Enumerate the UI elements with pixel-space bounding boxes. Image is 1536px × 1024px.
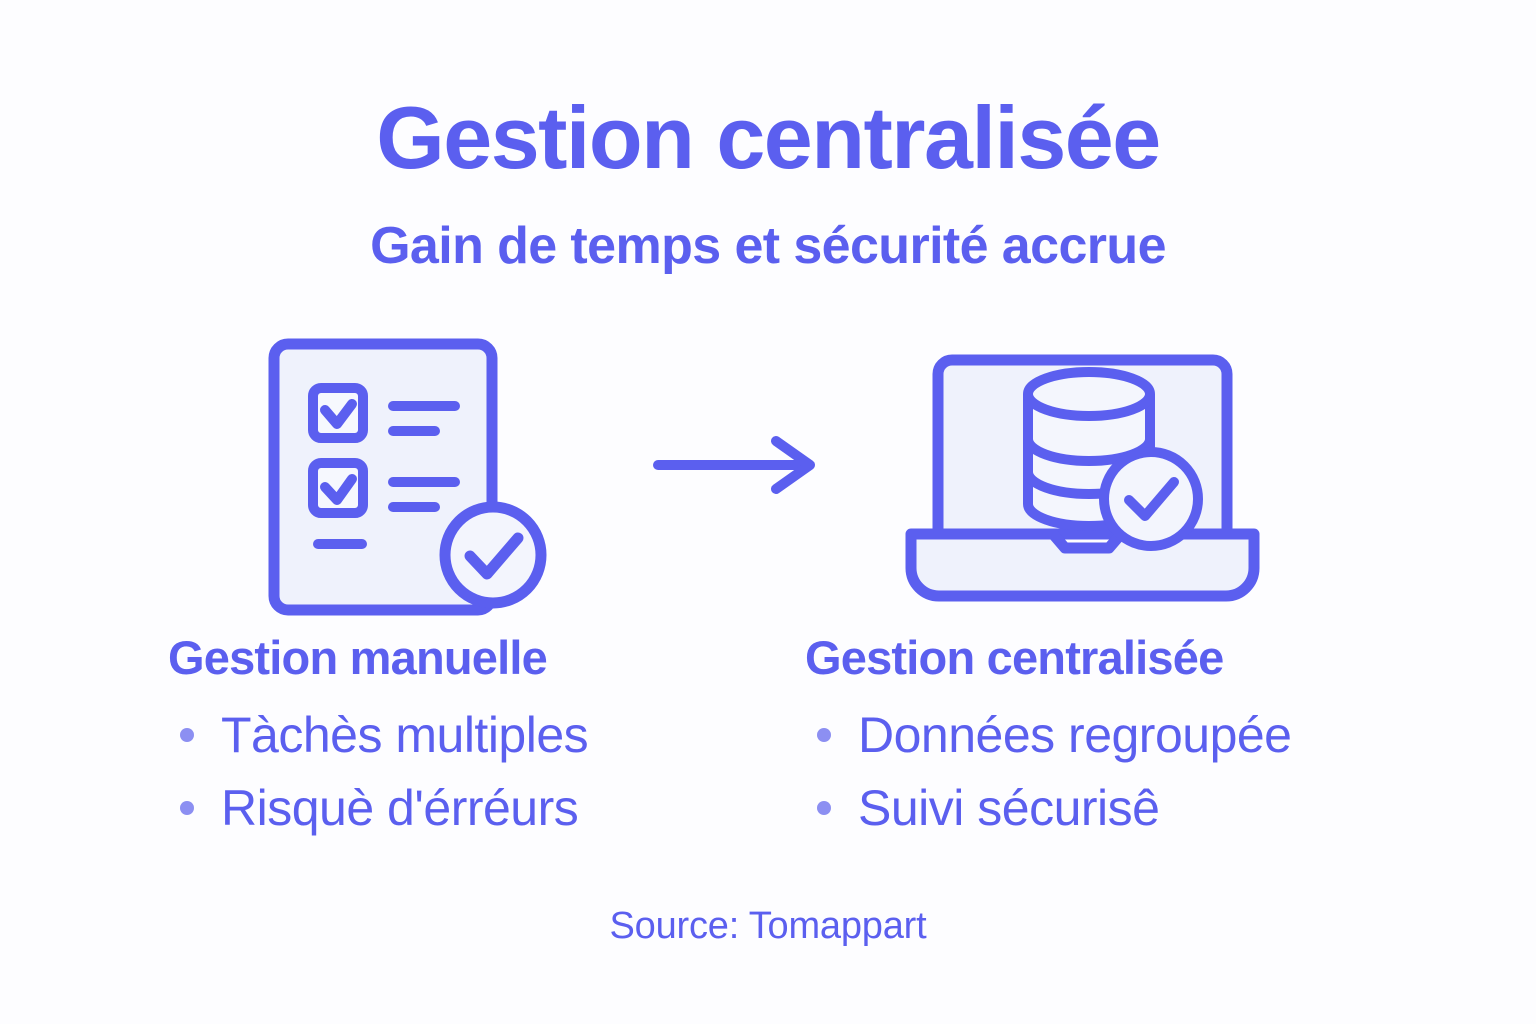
bullet-label: Données regroupée (858, 706, 1292, 763)
arrow-right-icon (650, 435, 825, 500)
bullet-dot-icon (817, 728, 831, 743)
bullet-dot-icon (180, 801, 194, 816)
list-item: Suivi sécurisê (805, 779, 1405, 838)
list-item: Risquè d'érréurs (168, 779, 688, 838)
bullet-label: Risquè d'érréurs (221, 779, 579, 836)
column-heading-manual: Gestion manuelle (168, 631, 548, 684)
page-title: Gestion centralisée (376, 88, 1161, 187)
checklist-document-icon (252, 330, 552, 625)
page-subtitle: Gain de temps et sécurité accrue (370, 217, 1166, 275)
column-manual: Gestion manuelle Tàchès multiples Risquè… (168, 632, 688, 852)
list-item: Données regroupée (805, 706, 1405, 765)
icon-row (0, 330, 1536, 620)
source-attribution: Source: Tomappart (609, 905, 927, 947)
bullet-dot-icon (180, 728, 194, 743)
bullet-list-centralized: Données regroupée Suivi sécurisê (805, 706, 1405, 838)
list-item: Tàchès multiples (168, 706, 688, 765)
bullet-label: Suivi sécurisê (858, 779, 1160, 836)
bullet-dot-icon (817, 801, 831, 816)
bullet-label: Tàchès multiples (221, 706, 589, 763)
bullet-list-manual: Tàchès multiples Risquè d'érréurs (168, 706, 688, 838)
column-heading-centralized: Gestion centralisée (805, 631, 1224, 684)
laptop-database-icon (895, 338, 1275, 618)
column-centralized: Gestion centralisée Données regroupée Su… (805, 632, 1405, 852)
